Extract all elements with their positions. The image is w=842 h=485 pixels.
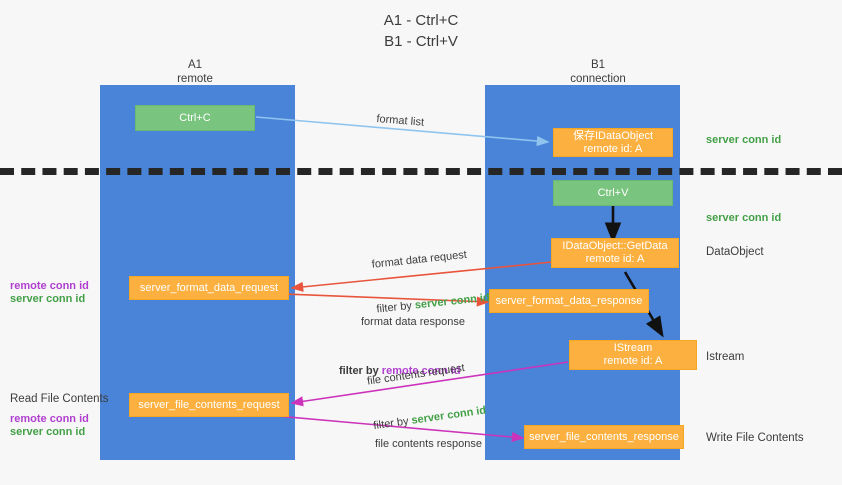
- node-istream-line2: remote id: A: [603, 355, 663, 367]
- edge-label-file-contents-request-line1: file contents request: [366, 361, 466, 388]
- node-server-format-data-request-label: server_format_data_request: [139, 281, 279, 294]
- node-server-file-contents-request-label: server_file_contents_request: [138, 398, 280, 411]
- phase-divider: [0, 168, 842, 175]
- arrow-file-contents-request: [290, 361, 569, 407]
- label-dataobject: DataObject: [706, 246, 764, 258]
- lane-header-a1: A1 remote: [177, 59, 213, 85]
- node-server-file-contents-response[interactable]: server_file_contents_response: [524, 425, 684, 449]
- label-read-file-contents: Read File Contents: [10, 393, 109, 405]
- arrow-format-data-request: [290, 261, 553, 292]
- node-istream[interactable]: IStream remote id: A: [569, 340, 697, 370]
- node-getdata-line2: remote id: A: [585, 253, 645, 265]
- node-ctrl-v[interactable]: Ctrl+V: [553, 180, 673, 206]
- node-ctrl-c[interactable]: Ctrl+C: [135, 105, 255, 131]
- label-format-remote-conn-id: remote conn id: [10, 280, 89, 292]
- edge-label-file-contents-response: file contents response filter by remote …: [375, 407, 482, 485]
- label-format-server-conn-id: server conn id: [10, 293, 86, 305]
- arrow-format-list: [255, 116, 550, 147]
- label-write-file-contents: Write File Contents: [706, 432, 804, 444]
- edge-label-format-data-response-line2: filter by remote conn id: [339, 365, 461, 377]
- edge-label-format-data-response: format data response filter by remote co…: [339, 285, 465, 409]
- label-istream: Istream: [706, 351, 745, 363]
- node-server-format-data-response[interactable]: server_format_data_response: [489, 289, 649, 313]
- node-save-idataobject-line1: 保存IDataObject: [572, 129, 654, 142]
- node-server-file-contents-request[interactable]: server_file_contents_request: [129, 393, 289, 417]
- node-server-format-data-request[interactable]: server_format_data_request: [129, 276, 289, 300]
- node-getdata[interactable]: IDataObject::GetData remote id: A: [551, 238, 679, 268]
- node-ctrl-v-label: Ctrl+V: [597, 186, 629, 199]
- label-file-remote-conn-id: remote conn id: [10, 413, 89, 425]
- edge-label-format-data-request-line1: format data request: [371, 248, 468, 271]
- node-ctrl-c-label: Ctrl+C: [179, 111, 211, 124]
- node-istream-line1: IStream: [613, 342, 653, 354]
- page-title: A1 - Ctrl+C B1 - Ctrl+V: [383, 12, 459, 50]
- node-server-format-data-response-label: server_format_data_response: [495, 294, 643, 307]
- node-save-idataobject-line2: remote id: A: [583, 142, 643, 155]
- label-server-conn-id-mid: server conn id: [706, 212, 782, 224]
- label-file-server-conn-id: server conn id: [10, 426, 86, 438]
- node-server-file-contents-response-label: server_file_contents_response: [529, 430, 679, 443]
- lane-header-b1: B1 connection: [570, 59, 626, 85]
- edge-label-file-contents-response-line1: file contents response: [375, 438, 483, 450]
- label-server-conn-id-top: server conn id: [706, 134, 782, 146]
- node-save-idataobject[interactable]: 保存IDataObject remote id: A: [553, 128, 673, 157]
- node-getdata-line1: IDataObject::GetData: [562, 240, 668, 252]
- edge-label-format-data-response-line1: format data response: [361, 316, 465, 328]
